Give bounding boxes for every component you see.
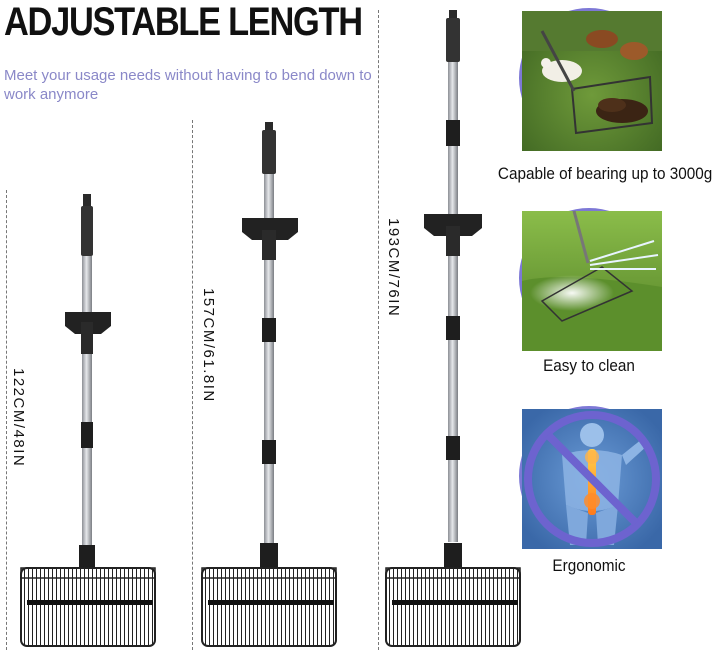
chickens-manure-scoop-photo xyxy=(519,8,662,151)
scoop-basket xyxy=(201,567,337,647)
scoop-basket xyxy=(385,567,521,647)
spine-pain-prohibited-icon xyxy=(519,406,662,549)
water-spray-photo xyxy=(519,208,662,351)
page-title: ADJUSTABLE LENGTH xyxy=(4,0,363,44)
scoop-product-medium xyxy=(201,122,337,647)
scoop-product-short xyxy=(20,194,156,647)
page-subtitle: Meet your usage needs without having to … xyxy=(4,67,372,103)
feature-caption-ergonomic: Ergonomic xyxy=(552,556,626,575)
feature-caption-clean: Easy to clean xyxy=(543,356,635,375)
measure-line-short xyxy=(6,190,7,650)
feature-caption-bearing: Capable of bearing up to 3000g xyxy=(497,164,712,183)
scoop-basket xyxy=(20,567,156,647)
measure-line-long xyxy=(378,10,379,650)
measure-line-medium xyxy=(192,120,193,650)
scoop-product-long xyxy=(385,10,521,647)
